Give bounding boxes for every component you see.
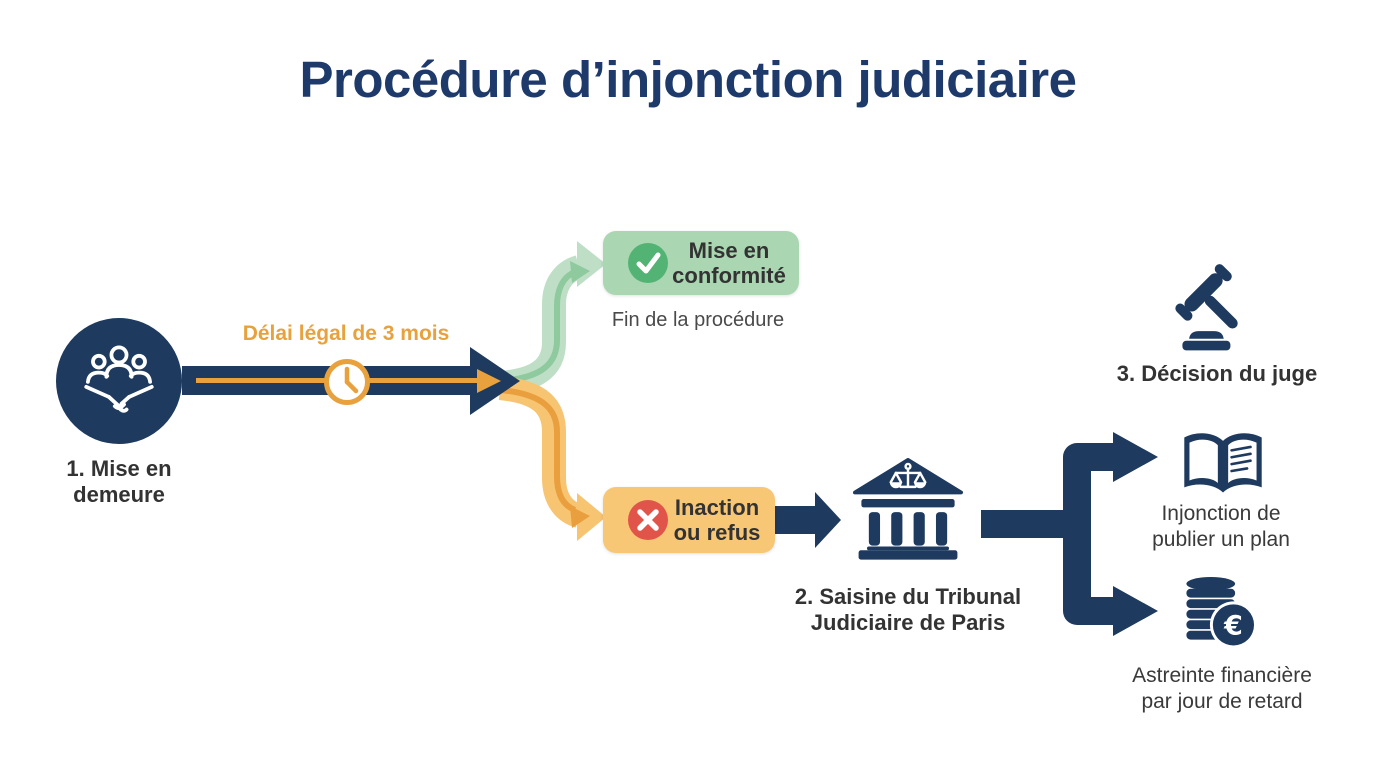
publish-label: Injonction de publier un plan: [1071, 501, 1371, 553]
delay-label: Délai légal de 3 mois: [242, 322, 450, 345]
refusal-label-line1: Inaction: [674, 495, 760, 520]
fine-label-line2: par jour de retard: [1141, 690, 1303, 713]
orange-branch-band: [498, 376, 584, 528]
refusal-to-tribunal-shaft: [775, 506, 815, 534]
compliance-label-line1: Mise en: [688, 238, 770, 263]
step2-label-line1: 2. Saisine du Tribunal: [794, 584, 1022, 609]
people-handshake-icon: [84, 345, 154, 413]
refusal-to-tribunal-arrowhead: [815, 492, 841, 548]
courthouse-icon: [852, 458, 963, 560]
euro-sign: €: [1223, 610, 1243, 641]
refusal-label: Inaction ou refus: [669, 495, 775, 545]
fine-label: Astreinte financière par jour de retard: [1072, 663, 1372, 715]
step2-label-line2: Judiciaire de Paris: [810, 610, 1006, 635]
green-branch-inner-arrowhead: [570, 261, 590, 283]
gavel-icon: [1175, 264, 1238, 351]
compliance-label: Mise en conformité: [669, 238, 799, 288]
tribunal-feed-bar: [981, 510, 1081, 538]
main-arrowhead: [470, 347, 520, 415]
delay-line-arrowhead: [477, 369, 501, 393]
fine-arrowhead: [1113, 586, 1158, 636]
orange-branch-arrowhead: [577, 493, 606, 541]
scales-icon: [889, 462, 927, 489]
compliance-box: Mise en conformité: [603, 231, 799, 295]
step1-label-line1: 1. Mise en: [66, 456, 172, 481]
clock-icon: [324, 359, 370, 405]
refusal-box: Inaction ou refus: [603, 487, 775, 553]
step1-label: 1. Mise en demeure: [19, 456, 219, 508]
compliance-caption: Fin de la procédure: [611, 309, 785, 331]
orange-branch-inner-line: [499, 387, 577, 513]
step3-label: 3. Décision du juge: [1116, 361, 1318, 386]
step1-node: [56, 318, 182, 444]
orange-branch-inner-arrowhead: [570, 506, 590, 528]
refusal-label-line2: ou refus: [673, 520, 761, 545]
fine-label-line1: Astreinte financière: [1132, 664, 1312, 687]
publish-label-line1: Injonction de: [1161, 502, 1281, 525]
open-book-icon: [1184, 433, 1262, 493]
compliance-label-line2: conformité: [672, 263, 786, 288]
page-title: Procédure d’injonction judiciaire: [299, 51, 1077, 108]
step2-label: 2. Saisine du Tribunal Judiciaire de Par…: [758, 584, 1058, 636]
check-circle-icon: [628, 243, 668, 283]
publish-arrowhead: [1113, 432, 1158, 482]
x-circle-icon: [628, 500, 668, 540]
euro-coins-icon: €: [1186, 577, 1257, 649]
publish-label-line2: publier un plan: [1152, 528, 1290, 551]
step1-label-line2: demeure: [73, 482, 165, 507]
green-branch-arrowhead: [577, 241, 606, 287]
